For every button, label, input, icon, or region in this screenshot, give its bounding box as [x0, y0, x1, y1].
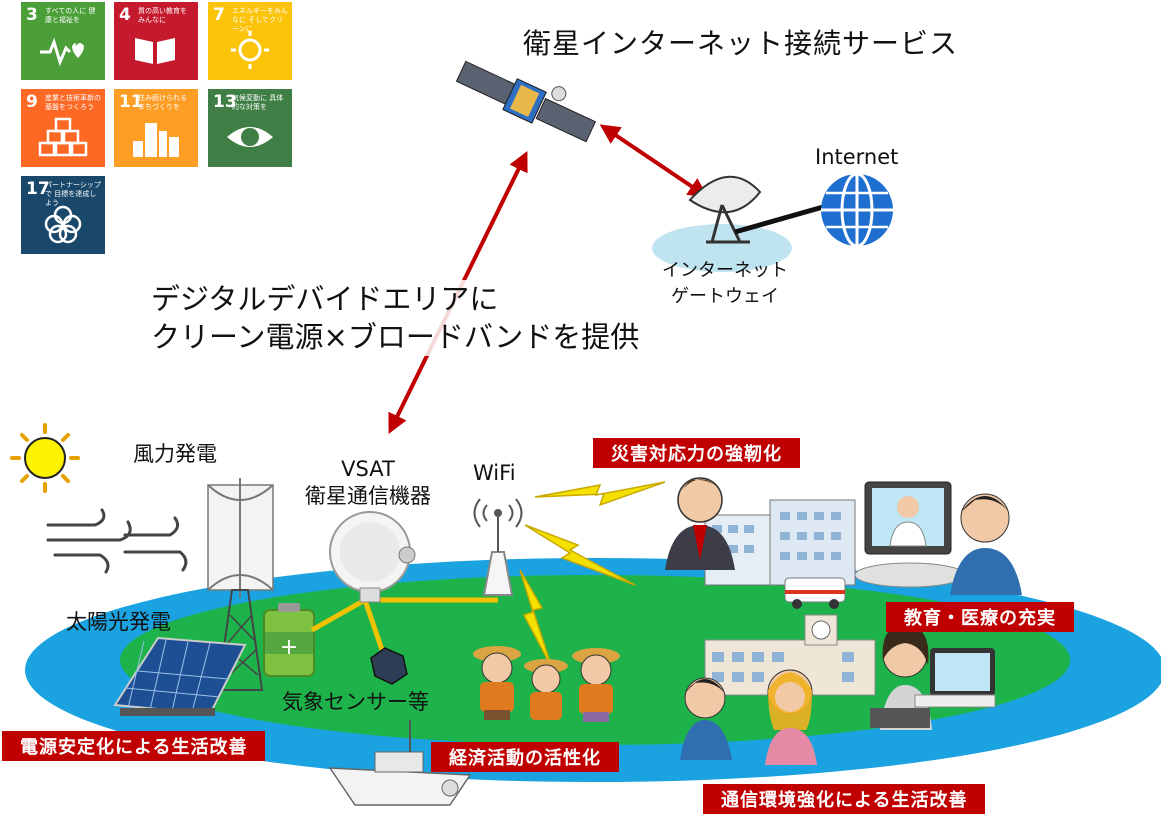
wind-power-label: 風力発電	[133, 442, 217, 466]
sun-power-icon	[231, 31, 269, 69]
weather-sensor-icon	[370, 647, 408, 685]
city-icon	[133, 123, 179, 157]
sdg-goal-3: 3 すべての人に 健康と福祉を	[21, 2, 105, 80]
student-person-icon	[680, 669, 817, 765]
fishing-boat-icon	[328, 720, 472, 806]
wifi-label: WiFi	[473, 461, 516, 485]
farmer-person-icon	[473, 646, 620, 722]
sdg-goal-9: 9 産業と技術革新の 基盤をつくろう	[21, 89, 105, 167]
gateway-internet-cable	[734, 202, 831, 235]
wind-icon	[46, 508, 188, 574]
tag-power-stability: 電源安定化による生活改善	[2, 731, 266, 761]
diagram-title: 衛星インターネット接続サービス	[523, 27, 959, 60]
wind-turbine-icon	[207, 478, 274, 691]
gateway-dish-icon	[688, 175, 762, 244]
gateway-label-line-2: ゲートウェイ	[671, 286, 779, 307]
tag-communication: 通信環境強化による生活改善	[703, 784, 986, 814]
tag-disaster-resilience: 災害対応力の強靭化	[593, 438, 800, 468]
tag-education-medical: 教育・医療の充実	[886, 602, 1074, 632]
heartbeat-icon	[40, 37, 84, 67]
lead-line-1: デジタルデバイドエリアに	[151, 282, 499, 316]
ambulance-icon	[784, 577, 846, 609]
sun-icon	[10, 423, 80, 493]
sdg-goal-7: 7 エネルギーをみんなに そしてクリーンに	[208, 2, 292, 80]
weather-sensor-label: 気象センサー等	[282, 690, 429, 714]
vsat-label-line-2: 衛星通信機器	[305, 484, 431, 508]
gateway-label: インターネット ゲートウェイ	[662, 258, 788, 310]
vsat-label: VSAT 衛星通信機器	[305, 456, 431, 510]
telemedicine-monitor-icon	[854, 481, 966, 588]
vsat-dish-icon	[329, 511, 416, 603]
satellite-icon	[455, 60, 597, 143]
rings-icon	[44, 205, 82, 244]
eye-globe-icon	[227, 127, 273, 147]
internet-globe-icon	[821, 172, 893, 248]
sdg-goal-17: 17 パートナーシップで 目標を達成しよう	[21, 176, 105, 254]
book-icon	[135, 38, 175, 64]
vsat-label-line-1: VSAT	[341, 457, 395, 481]
patient-person-icon	[950, 493, 1022, 595]
sdg-goal-4: 4 質の高い教育を みんなに	[114, 2, 198, 80]
lead-line-2: クリーン電源×ブロードバンドを提供	[151, 320, 640, 354]
lightning-bolt-icon	[519, 481, 666, 669]
sdg-goal-13: 13 気候変動に 具体的な対策を	[208, 89, 292, 167]
battery-icon: +	[263, 603, 315, 677]
solar-panel-icon	[113, 636, 247, 716]
gateway-label-line-1: インターネット	[662, 260, 788, 281]
operator-person-icon	[665, 477, 735, 570]
sensor-cable	[362, 599, 385, 651]
internet-label: Internet	[815, 145, 899, 169]
online-student-icon	[870, 625, 996, 730]
svg-text:+: +	[280, 635, 298, 660]
solar-power-label: 太陽光発電	[66, 610, 171, 634]
hospital-building-icon	[704, 499, 856, 586]
cubes-icon	[38, 117, 88, 157]
tag-economic-activity: 経済活動の活性化	[431, 742, 619, 772]
satellite-gateway-arrow	[599, 124, 709, 198]
gateway-base	[652, 224, 792, 272]
sdg-goal-11: 11 住み続けられる まちづくりを	[114, 89, 198, 167]
lead-text: デジタルデバイドエリアに クリーン電源×ブロードバンドを提供	[145, 280, 646, 356]
wifi-antenna-icon	[473, 498, 523, 596]
